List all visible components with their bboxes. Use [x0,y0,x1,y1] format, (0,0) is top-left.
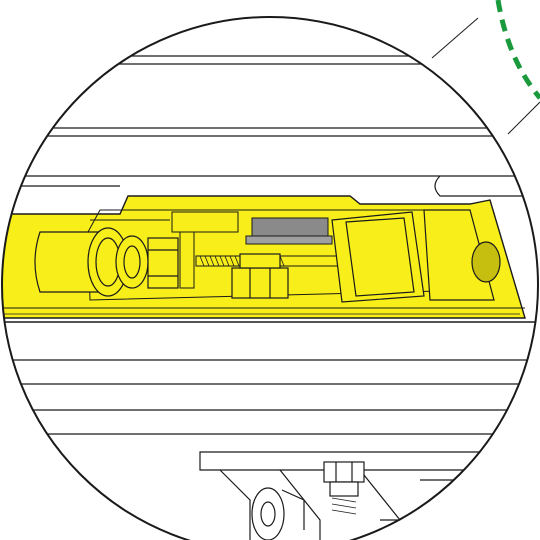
callout-leaders [431,17,540,135]
magnifier-lens-outline [1,16,539,540]
spacer-washer [245,217,333,245]
lock-nut [231,253,289,299]
lower-carriage [199,451,538,540]
guide-block [331,209,501,303]
mounting-bolt [323,461,365,515]
left-bearing-housing [34,227,179,297]
caster-wheel [251,487,305,540]
callout-circle-dashed [495,0,540,100]
